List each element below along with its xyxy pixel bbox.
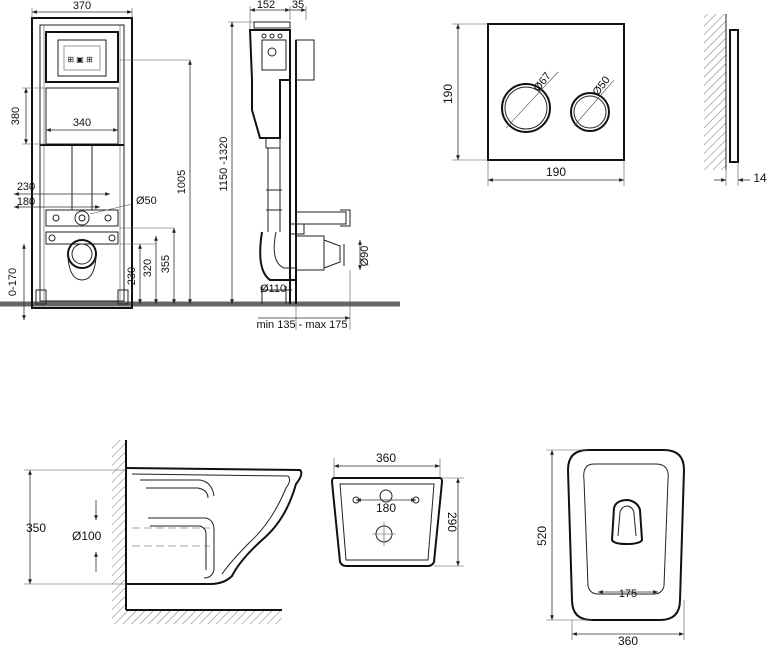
dim-plate-width: 190 <box>546 165 566 179</box>
dim-top-length: 520 <box>535 526 549 546</box>
dim-button-small: Ø50 <box>591 74 613 98</box>
dim-depth-range: min 135 - max 175 <box>256 319 347 331</box>
dim-back-depth: 290 <box>445 512 459 532</box>
bowl-top-view: 175 520 360 <box>535 449 686 648</box>
frame-side-view: 152 35 1150 -1320 Ø110 Ø90 min 135 - max… <box>218 0 371 331</box>
dim-pipe-diameter: Ø50 <box>136 195 157 207</box>
bowl-back-view: 180 360 290 <box>330 451 464 567</box>
dim-drain-diameter: Ø110 <box>260 283 286 295</box>
dim-bowl-height: 350 <box>26 521 46 535</box>
dim-side-height-range: 1150 -1320 <box>218 137 230 192</box>
dim-h230: 230 <box>126 267 138 285</box>
dim-h1005: 1005 <box>176 170 188 194</box>
dim-plate-thickness: 14 <box>753 171 767 185</box>
dim-outlet-diameter-bowl: Ø100 <box>72 529 102 543</box>
dim-h320: 320 <box>142 259 154 277</box>
dim-back-holes: 180 <box>376 501 396 515</box>
bowl-side-view: 350 Ø100 <box>24 440 303 624</box>
dim-button-large: Ø67 <box>532 70 554 94</box>
dim-adjust-range: 0-170 <box>7 268 19 296</box>
dim-outlet-diameter: Ø90 <box>359 246 371 267</box>
dim-back-width: 360 <box>376 451 396 465</box>
svg-text:⊞ ▣ ⊞: ⊞ ▣ ⊞ <box>67 55 92 64</box>
dim-panel-height: 380 <box>10 107 22 125</box>
dim-top-width: 360 <box>618 634 638 648</box>
dim-side-35: 35 <box>292 0 304 11</box>
dim-180-horizontal: 180 <box>17 196 35 208</box>
dim-plate-height: 190 <box>441 84 455 104</box>
flush-plate-side: 14 <box>704 14 767 186</box>
dim-frame-width: 370 <box>73 0 91 12</box>
frame-front-view: ⊞ ▣ ⊞ 370 380 3 <box>7 0 192 320</box>
dim-h355: 355 <box>160 255 172 273</box>
dim-side-152: 152 <box>257 0 275 11</box>
dim-230-horizontal: 230 <box>17 181 35 193</box>
dim-panel-width: 340 <box>73 117 91 129</box>
dim-top-holes: 175 <box>619 588 637 600</box>
flush-plate-front: Ø67 Ø50 190 190 <box>441 23 625 186</box>
